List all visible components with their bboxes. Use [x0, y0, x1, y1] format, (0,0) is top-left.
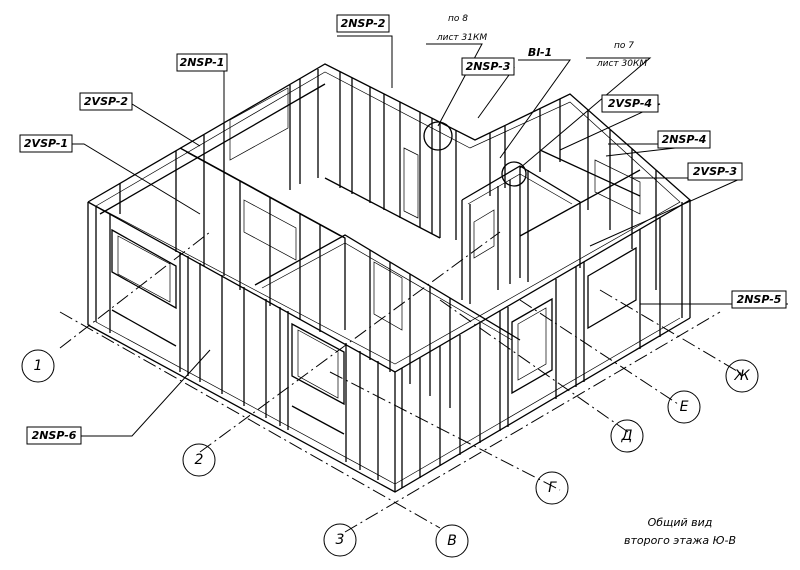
panel-tag-2vsp3-text: 2VSP-3 [693, 165, 738, 178]
axis-line-e [519, 299, 679, 405]
panel-tag-2vsp1-text: 2VSP-1 [24, 137, 68, 150]
axis-bubble-3: 3 [323, 523, 357, 557]
axis-line-d [439, 299, 629, 433]
panel-tag-2vsp1: 2VSP-1 [19, 134, 73, 153]
panel-tag-2vsp4-text: 2VSP-4 [608, 97, 652, 110]
axis-line-2 [199, 231, 501, 453]
axis-g-label: Г [548, 480, 557, 496]
panel-tag-2nsp1-text: 2NSP-1 [180, 56, 225, 69]
axis-d-label: Д [621, 428, 633, 444]
detail-circle-7 [501, 161, 527, 187]
panel-tag-2nsp4: 2NSP-4 [657, 130, 711, 149]
ref-7-top: по 7 [614, 41, 634, 51]
detail-circle-8 [423, 121, 453, 151]
caption-line-1: Общий вид [648, 516, 713, 529]
ref-8-top: по 8 [448, 14, 468, 24]
axis-bubble-zh: Ж [725, 359, 759, 393]
panel-tag-bl1: Bl-1 [528, 46, 552, 59]
panel-tag-2nsp6: 2NSP-6 [26, 426, 82, 445]
axis-zh-label: Ж [733, 368, 750, 384]
panel-tag-2nsp4-text: 2NSP-4 [662, 133, 707, 146]
panel-tag-2nsp5: 2NSP-5 [731, 290, 787, 309]
panel-tag-2nsp3: 2NSP-3 [461, 57, 515, 76]
axis-bubble-v: В [435, 524, 469, 558]
axis-line-v [59, 311, 441, 529]
ref-8-bottom: лист 31КМ [436, 33, 487, 43]
axis-3-label: 3 [336, 532, 345, 548]
panel-tag-2vsp2-text: 2VSP-2 [84, 95, 129, 108]
axis-1-label: 1 [34, 358, 43, 374]
axis-line-3 [344, 311, 721, 533]
axis-line-1 [59, 231, 211, 349]
grid-axis-lines [59, 231, 743, 533]
wall-framing [87, 63, 692, 493]
axis-line-g [329, 371, 561, 491]
axis-line-zh [599, 289, 743, 375]
panel-tag-2vsp2: 2VSP-2 [79, 92, 133, 111]
axis-2-label: 2 [195, 452, 204, 468]
axis-bubble-d: Д [610, 419, 644, 453]
panel-tag-2vsp4: 2VSP-4 [601, 94, 659, 113]
sheet-reference-8: по 8 лист 31КМ [436, 14, 487, 43]
axis-bubble-g: Г [535, 471, 569, 505]
panel-tag-bl1-text: Bl-1 [528, 46, 552, 59]
panel-tag-2nsp2-text: 2NSP-2 [341, 17, 386, 30]
panel-tag-2vsp3: 2VSP-3 [687, 162, 743, 181]
axis-bubble-1: 1 [21, 349, 55, 383]
drawing-caption: Общий вид второго этажа Ю-В [624, 516, 736, 547]
panel-tag-2nsp3-text: 2NSP-3 [466, 60, 511, 73]
sheet-reference-7: по 7 лист 30КМ [596, 41, 647, 69]
ref-7-bottom: лист 30КМ [596, 59, 647, 69]
axis-e-label: Е [680, 399, 689, 415]
axis-bubble-e: Е [667, 390, 701, 424]
panel-tag-2nsp1: 2NSP-1 [176, 53, 228, 72]
axis-v-label: В [447, 533, 457, 549]
caption-line-2: второго этажа Ю-В [624, 534, 736, 547]
panel-tag-2nsp5-text: 2NSP-5 [737, 293, 782, 306]
panel-tag-2nsp6-text: 2NSP-6 [32, 429, 77, 442]
leader-lines [20, 35, 788, 437]
panel-tag-2nsp2: 2NSP-2 [336, 14, 390, 33]
axis-bubble-2: 2 [182, 443, 216, 477]
